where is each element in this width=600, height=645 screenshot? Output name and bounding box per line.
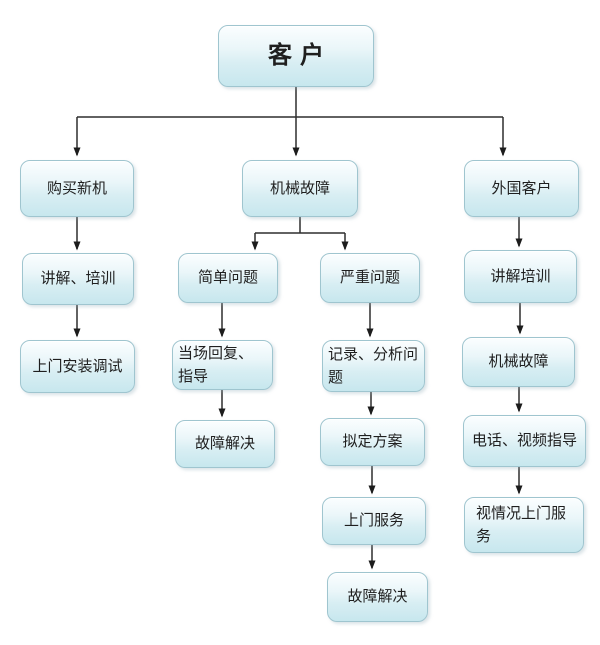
node-onsite-service: 上门服务 bbox=[322, 497, 426, 545]
node-explain-training: 讲解、培训 bbox=[22, 253, 134, 305]
node-customer: 客户 bbox=[218, 25, 374, 87]
node-buy-new-machine: 购买新机 bbox=[20, 160, 134, 217]
node-record-analyze-issue: 记录、分析问题 bbox=[322, 340, 425, 392]
node-onsite-install-debug: 上门安装调试 bbox=[20, 340, 135, 393]
node-fault-solved-2: 故障解决 bbox=[327, 572, 428, 622]
node-foreign-customer: 外国客户 bbox=[464, 160, 579, 217]
node-phone-video-guidance: 电话、视频指导 bbox=[463, 415, 586, 467]
node-mechanical-fault-2: 机械故障 bbox=[462, 337, 575, 387]
node-mechanical-fault: 机械故障 bbox=[242, 160, 358, 217]
node-onsite-service-as-needed: 视情况上门服务 bbox=[464, 497, 584, 553]
node-fault-solved-1: 故障解决 bbox=[175, 420, 275, 468]
node-onsite-reply-guidance: 当场回复、指导 bbox=[172, 340, 273, 390]
node-explain-training-2: 讲解培训 bbox=[464, 250, 577, 303]
node-severe-issue: 严重问题 bbox=[320, 253, 420, 303]
node-draft-plan: 拟定方案 bbox=[320, 418, 425, 466]
node-simple-issue: 简单问题 bbox=[178, 253, 278, 303]
